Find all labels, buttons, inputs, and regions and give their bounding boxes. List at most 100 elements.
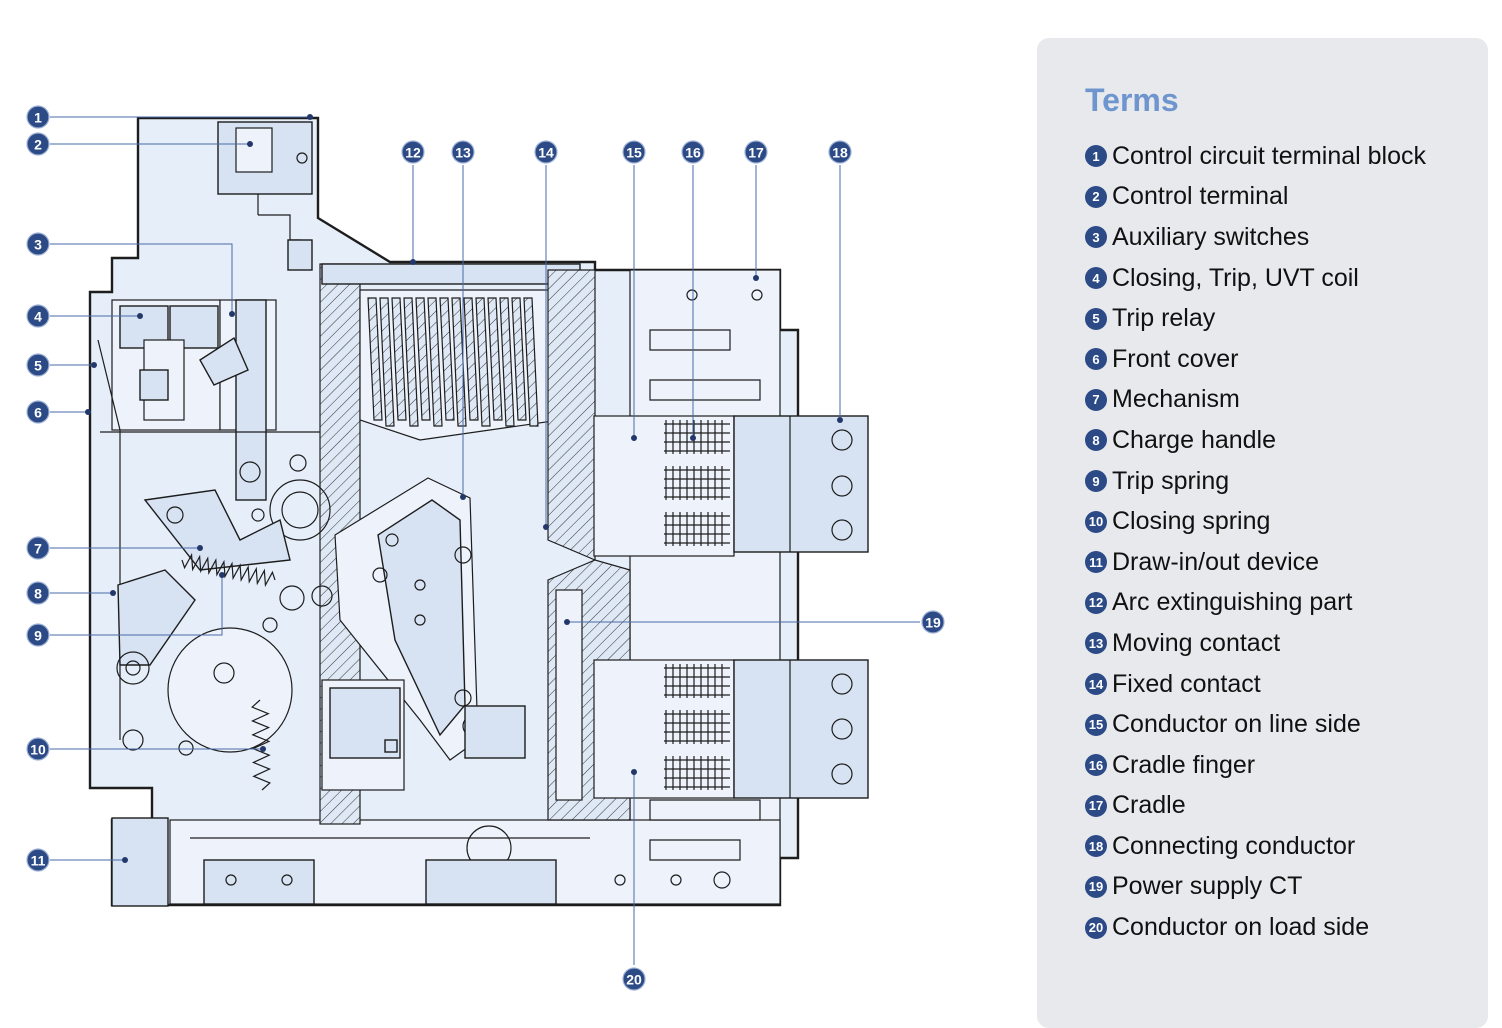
callout-20: 20: [622, 967, 646, 991]
term-label: Closing spring: [1112, 507, 1271, 536]
callout-8: 8: [26, 581, 50, 605]
callout-19: 19: [921, 610, 945, 634]
terms-title: Terms: [1085, 82, 1179, 118]
term-label: Fixed contact: [1112, 669, 1261, 698]
term-number-badge: 6: [1085, 348, 1107, 371]
svg-text:2: 2: [34, 137, 42, 153]
term-label: Arc extinguishing part: [1112, 588, 1353, 617]
callout-10: 10: [26, 737, 50, 761]
term-number-badge: 4: [1085, 267, 1107, 290]
callout-3: 3: [26, 232, 50, 256]
arc-plate: [379, 297, 395, 427]
svg-text:5: 5: [34, 358, 42, 374]
arc-plate: [475, 297, 491, 427]
term-number-badge: 18: [1085, 835, 1107, 858]
term-label: Charge handle: [1112, 425, 1277, 454]
callout-5: 5: [26, 353, 50, 377]
callout-17: 17: [744, 140, 768, 164]
term-number-badge: 13: [1085, 632, 1107, 655]
term-label: Trip spring: [1112, 466, 1230, 495]
arc-plate: [415, 297, 431, 421]
term-number-badge: 3: [1085, 226, 1107, 249]
term-number-badge: 1: [1085, 145, 1107, 168]
svg-text:19: 19: [925, 615, 941, 631]
term-number-badge: 10: [1085, 510, 1107, 533]
term-label: Draw-in/out device: [1112, 547, 1320, 576]
arc-plate: [463, 297, 479, 421]
term-number-badge: 5: [1085, 307, 1107, 330]
term-label: Front cover: [1112, 344, 1239, 373]
term-number-badge: 20: [1085, 916, 1107, 939]
arc-plate: [391, 297, 407, 421]
conductor-assembly-shape: [593, 289, 869, 861]
term-label: Power supply CT: [1112, 872, 1303, 901]
callout-1: 1: [26, 105, 50, 129]
svg-text:1: 1: [34, 110, 42, 126]
cradle-finger-grids: [664, 420, 730, 790]
callout-11: 11: [26, 848, 50, 872]
moving-contact-shape: [334, 477, 526, 761]
callout-4: 4: [26, 304, 50, 328]
term-number-badge: 9: [1085, 470, 1107, 493]
term-label: Cradle finger: [1112, 750, 1256, 779]
svg-text:16: 16: [685, 145, 701, 161]
svg-text:17: 17: [748, 145, 764, 161]
callout-12: 12: [401, 140, 425, 164]
term-label: Connecting conductor: [1112, 831, 1356, 860]
callout-13: 13: [451, 140, 475, 164]
term-number-badge: 16: [1085, 754, 1107, 777]
callout-18: 18: [828, 140, 852, 164]
leader-lines: [50, 114, 920, 965]
term-label: Trip relay: [1112, 304, 1216, 333]
control-terminal-block-shape: [217, 121, 313, 271]
callout-6: 6: [26, 400, 50, 424]
callout-14: 14: [534, 140, 558, 164]
term-label: Closing, Trip, UVT coil: [1112, 263, 1359, 292]
svg-text:13: 13: [455, 145, 471, 161]
term-label: Cradle: [1112, 791, 1186, 820]
term-label: Conductor on line side: [1112, 710, 1361, 739]
callout-16: 16: [681, 140, 705, 164]
arc-plate: [499, 297, 515, 427]
svg-text:15: 15: [626, 145, 642, 161]
term-number-badge: 2: [1085, 185, 1107, 208]
arc-plate: [403, 297, 419, 427]
term-number-badge: 7: [1085, 388, 1107, 411]
trip-spring-coil: [181, 552, 276, 588]
term-number-badge: 17: [1085, 794, 1107, 817]
svg-text:3: 3: [34, 237, 42, 253]
term-number-badge: 19: [1085, 875, 1107, 898]
arc-plate: [523, 297, 539, 427]
arc-plate: [367, 297, 383, 421]
term-number-badge: 15: [1085, 713, 1107, 736]
arc-plate: [511, 297, 527, 421]
term-label: Control circuit terminal block: [1112, 141, 1426, 170]
svg-text:14: 14: [538, 145, 554, 161]
arc-plate: [487, 297, 503, 421]
svg-text:7: 7: [34, 541, 42, 557]
term-number-badge: 12: [1085, 591, 1107, 614]
term-label: Control terminal: [1112, 182, 1289, 211]
svg-text:9: 9: [34, 628, 42, 644]
